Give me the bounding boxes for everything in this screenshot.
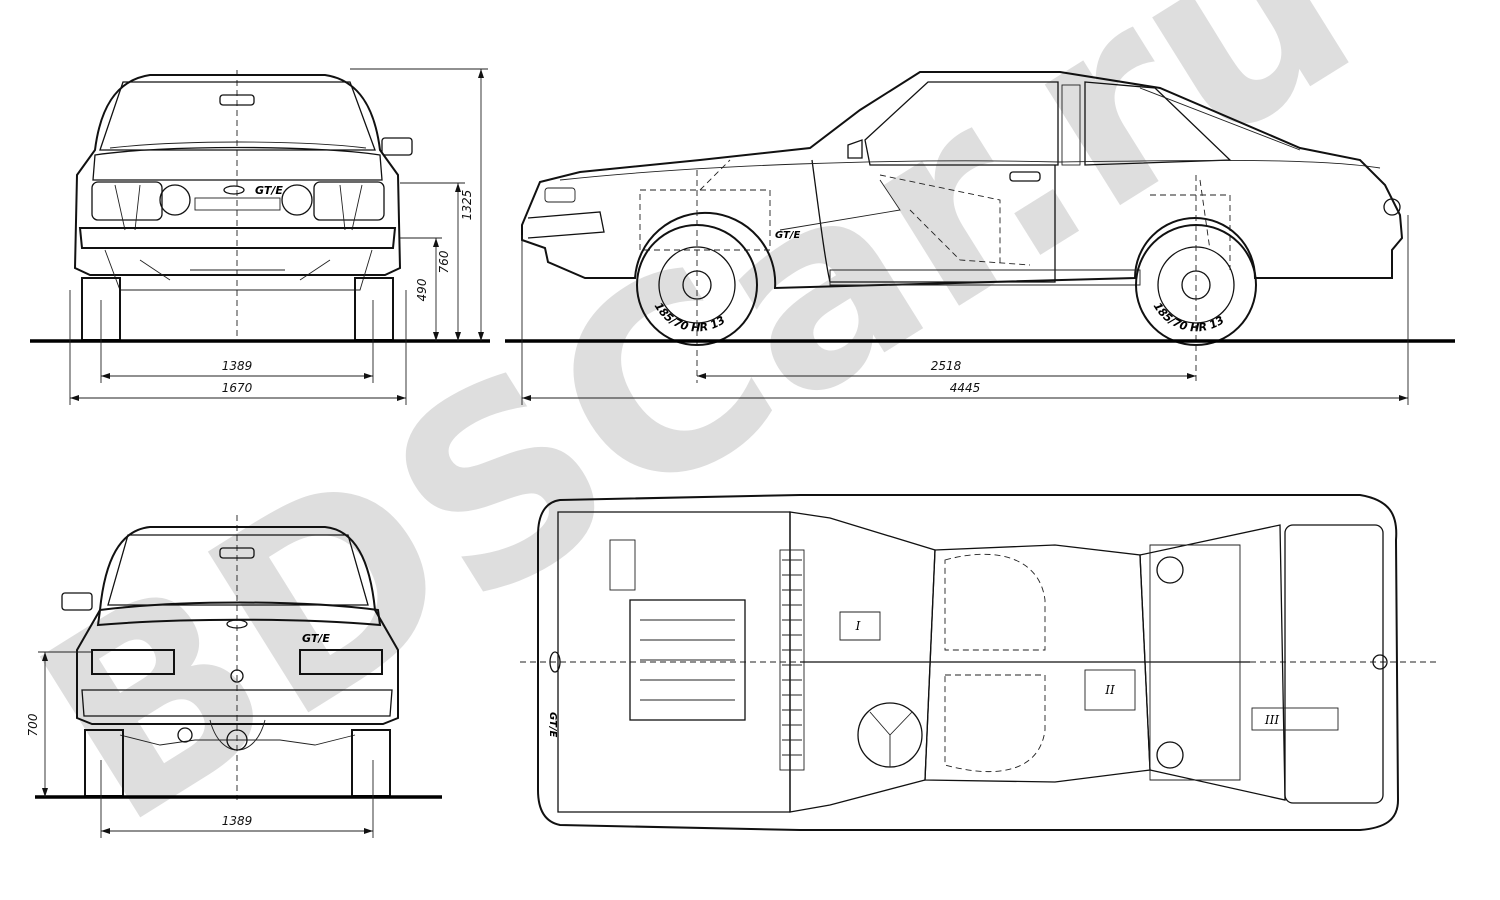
side-rear-tyre-text: 185/70 HR 13 bbox=[1151, 300, 1227, 334]
rear-body-outline bbox=[76, 526, 399, 725]
front-suspension-hidden bbox=[114, 184, 363, 231]
rear-inner-mirror bbox=[219, 547, 255, 559]
front-headlight-left bbox=[91, 181, 163, 221]
side-dim-wheelbase-label: 2518 bbox=[931, 359, 962, 373]
top-body-outline bbox=[537, 494, 1400, 831]
side-badge: GT/E bbox=[775, 230, 801, 241]
top-rear-axle-frame bbox=[1149, 544, 1241, 781]
top-vent-slats bbox=[782, 559, 802, 756]
rear-view: GT/E 700 1389 bbox=[26, 515, 442, 838]
front-dim-490-label: 490 bbox=[415, 278, 429, 301]
front-hood bbox=[92, 146, 383, 181]
front-badge: GT/E bbox=[255, 184, 283, 197]
top-steering-spokes bbox=[869, 711, 913, 767]
side-beltline bbox=[559, 159, 1381, 181]
rear-lock bbox=[230, 669, 244, 683]
rear-light-left bbox=[91, 649, 175, 675]
front-emblem bbox=[223, 185, 245, 195]
top-label-2: II bbox=[1104, 683, 1115, 697]
side-headlight bbox=[544, 187, 576, 203]
top-box-1 bbox=[839, 611, 881, 641]
side-front-window bbox=[864, 81, 1059, 166]
side-hidden-structure bbox=[639, 159, 1231, 270]
watermark: BDSCar.ru bbox=[0, 0, 1400, 883]
top-cowl-vents bbox=[779, 549, 805, 771]
front-foglight-right bbox=[281, 184, 313, 216]
top-badge: GT/E bbox=[547, 712, 558, 738]
front-wiper-line bbox=[109, 141, 367, 149]
rear-window bbox=[107, 534, 369, 606]
rear-spoiler bbox=[96, 601, 382, 627]
top-trunk-lid bbox=[1284, 524, 1384, 804]
side-view: GT/E 185/70 HR 13 185/70 HR 13 2518 bbox=[505, 71, 1455, 405]
top-engine-block bbox=[629, 599, 746, 721]
top-battery bbox=[609, 539, 636, 591]
front-body-outline bbox=[73, 74, 402, 276]
top-rear-window bbox=[1139, 524, 1286, 801]
side-drivetrain bbox=[779, 179, 1141, 286]
top-rear-wheel-right bbox=[1156, 741, 1184, 769]
front-dim-760-label: 760 bbox=[437, 250, 451, 273]
side-front-bumper bbox=[527, 211, 605, 239]
rear-axle-hub-left bbox=[177, 727, 193, 743]
watermark-text: BDSCar.ru bbox=[0, 0, 1400, 883]
top-emblem bbox=[549, 651, 561, 673]
front-dim-width-label: 1670 bbox=[222, 381, 253, 395]
front-lower-suspension bbox=[104, 249, 373, 291]
front-foglight-left bbox=[159, 184, 191, 216]
side-c-pillar bbox=[1139, 87, 1301, 151]
rear-side-mirror bbox=[61, 592, 93, 611]
front-view: GT/E 1389 1670 1325 760 4 bbox=[30, 68, 490, 405]
top-rear-wheel-left bbox=[1156, 556, 1184, 584]
rear-emblem bbox=[226, 619, 248, 629]
top-seats bbox=[944, 553, 1046, 772]
top-label-3: III bbox=[1264, 713, 1279, 727]
side-dim-length-label: 4445 bbox=[950, 381, 981, 395]
top-rear-emblem bbox=[1372, 654, 1388, 670]
side-door-handle bbox=[1009, 171, 1041, 182]
front-side-mirror bbox=[381, 137, 413, 156]
top-engine-details bbox=[640, 619, 735, 701]
front-dim-track-label: 1389 bbox=[222, 359, 253, 373]
rear-badge: GT/E bbox=[302, 632, 330, 645]
side-rear-tyre-label: 185/70 HR 13 bbox=[1151, 300, 1227, 334]
front-bumper bbox=[78, 227, 397, 249]
side-b-pillar bbox=[1061, 84, 1081, 166]
top-roof bbox=[924, 544, 1151, 783]
side-tail-light bbox=[1383, 198, 1401, 216]
rear-differential bbox=[226, 729, 248, 751]
front-dim-height-label: 1325 bbox=[460, 190, 474, 221]
rear-bumper bbox=[81, 689, 393, 717]
front-grille bbox=[194, 197, 281, 211]
rear-dim-height-label: 700 bbox=[26, 713, 40, 736]
front-windshield bbox=[99, 81, 376, 151]
front-headlight-right bbox=[313, 181, 385, 221]
top-box-2 bbox=[1084, 669, 1136, 711]
top-label-1: I bbox=[855, 619, 861, 633]
top-box-3 bbox=[1251, 707, 1339, 731]
rear-light-right bbox=[299, 649, 383, 675]
top-view: I II III GT/E bbox=[520, 494, 1440, 831]
rear-dim-track-label: 1389 bbox=[222, 814, 253, 828]
front-rear-view-mirror bbox=[219, 94, 255, 106]
side-mirror bbox=[847, 139, 863, 159]
side-body-outline bbox=[521, 71, 1404, 290]
